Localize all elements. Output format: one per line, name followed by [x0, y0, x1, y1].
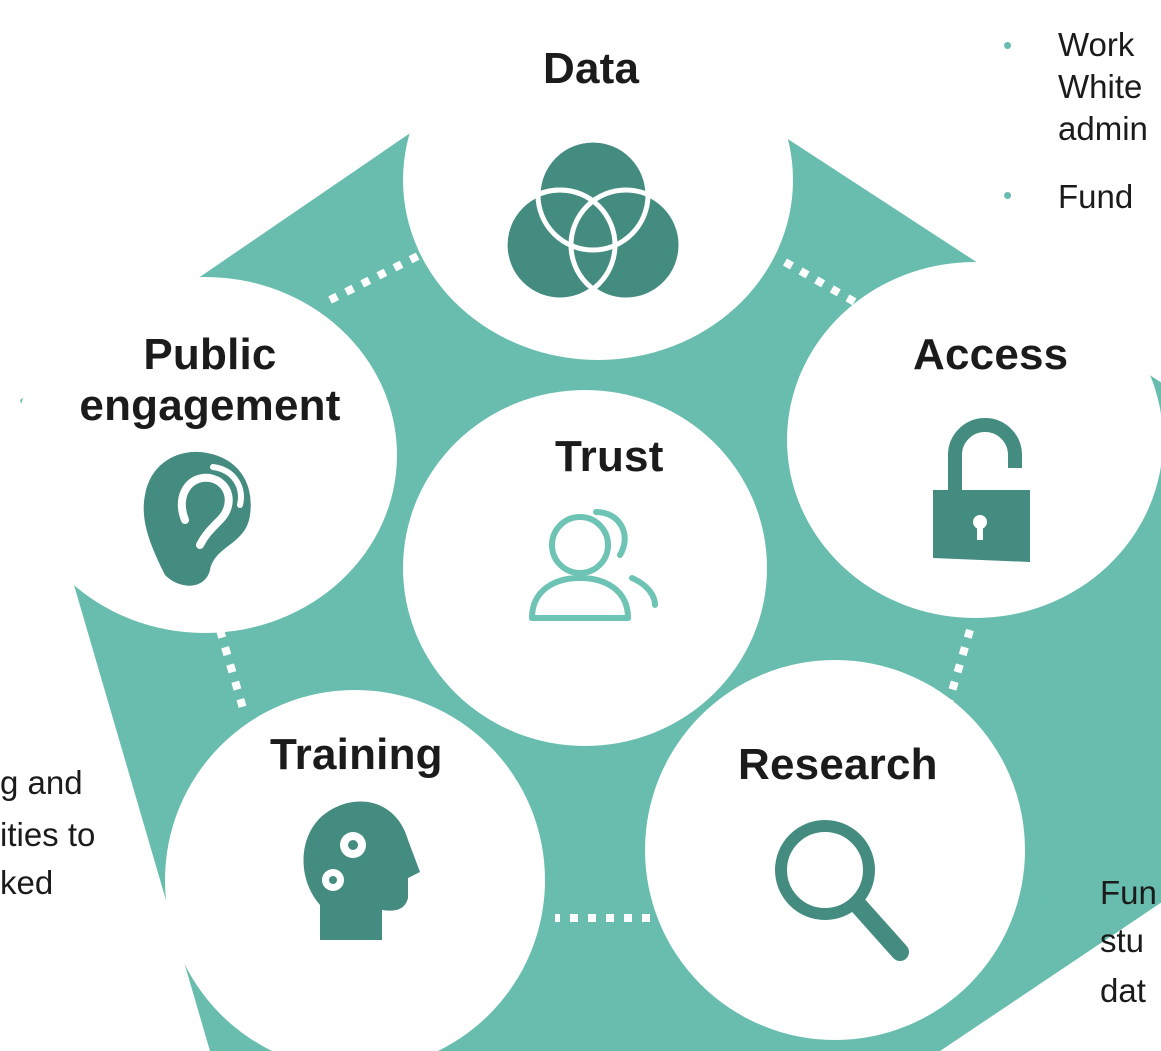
- note-line: White: [1058, 68, 1143, 105]
- public-engagement-label: Public engagement: [75, 330, 345, 431]
- magnifier-icon: [775, 820, 909, 961]
- venn-diagram-icon: [502, 137, 684, 303]
- note-line: dat: [1100, 972, 1146, 1009]
- public-label-line1: Public: [143, 330, 277, 379]
- note-line: admin: [1058, 110, 1148, 147]
- note-line: g and: [0, 764, 83, 801]
- people-icon: [529, 509, 658, 621]
- padlock-open-icon: [933, 418, 1030, 562]
- access-label: Access: [913, 330, 1069, 379]
- data-label: Data: [543, 44, 640, 93]
- trust-circle: [403, 390, 767, 746]
- head-gears-icon: [303, 801, 420, 940]
- note-line: Work: [1058, 26, 1135, 63]
- connector-training-public: [216, 628, 249, 717]
- bullet-marker: •: [1040, 884, 1050, 914]
- ear-icon: [143, 451, 251, 586]
- trust-label: Trust: [555, 432, 664, 481]
- research-circle: [645, 660, 1025, 1040]
- research-label: Research: [738, 740, 938, 789]
- bullet-marker: •: [1003, 180, 1013, 210]
- note-line: ked: [0, 864, 54, 901]
- bullet-marker: •: [1003, 30, 1013, 60]
- training-label: Training: [270, 730, 443, 779]
- note-line: Fund: [1058, 178, 1134, 215]
- note-line: Fun: [1100, 874, 1157, 911]
- public-label-line2: engagement: [79, 380, 341, 430]
- note-line: ities to: [0, 816, 96, 853]
- access-circle: [787, 262, 1161, 618]
- connector-data-access: [783, 258, 862, 309]
- note-line: stu: [1100, 922, 1145, 959]
